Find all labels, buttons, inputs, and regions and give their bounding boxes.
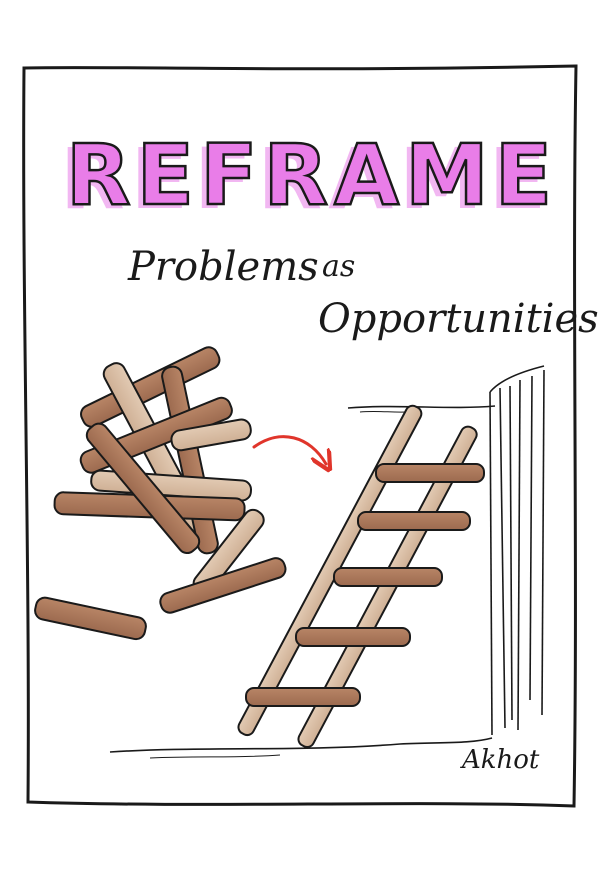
ladder-illustration [237,404,485,749]
stick-pile-illustration [34,346,287,641]
artist-signature: Akhot [460,745,540,775]
ground-sketch-line [149,754,281,759]
title-shadow: REFRAME [60,130,552,228]
subtitle-opportunities: Opportunities [318,296,599,342]
page-title: REFRAME [66,126,558,224]
subtitle-problems: Problems [127,244,319,290]
wall-illustration [347,365,545,736]
ground-line [109,737,493,753]
poster-border [22,64,578,808]
subtitle-as: as [322,249,355,284]
transformation-arrow [252,435,326,464]
